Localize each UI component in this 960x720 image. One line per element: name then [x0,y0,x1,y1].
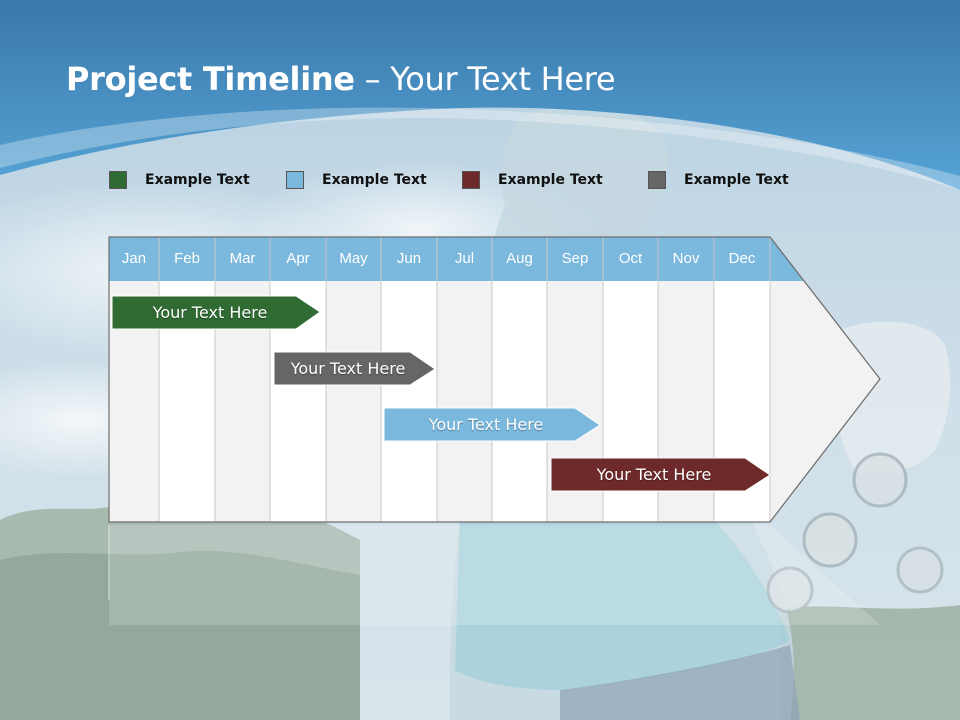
month-label-apr: Apr [286,250,310,267]
task-arrow-4[interactable] [550,457,771,492]
legend-item-3: Example Text [462,171,603,189]
legend-swatch-2 [286,171,304,189]
task-label-4: Your Text Here [596,465,712,484]
task-label-2: Your Text Here [290,359,406,378]
month-label-jul: Jul [454,250,475,267]
month-label-jun: Jun [396,250,422,267]
legend-item-2: Example Text [286,171,427,189]
legend-label-3: Example Text [498,172,603,188]
title-bold: Project Timeline [66,60,355,98]
legend-label-4: Example Text [684,172,789,188]
month-column-aug [492,281,547,522]
month-label-sep: Sep [561,250,589,267]
month-label-oct: Oct [618,250,643,267]
legend-item-4: Example Text [648,171,789,189]
month-label-nov: Nov [672,250,700,267]
task-label-1: Your Text Here [152,303,268,322]
page-title: Project Timeline – Your Text Here [66,60,616,98]
task-arrow-2[interactable] [273,351,436,386]
title-rest: – Your Text Here [354,60,616,98]
month-label-jan: Jan [121,250,147,267]
legend-item-1: Example Text [109,171,250,189]
month-column-jun [381,281,437,522]
month-label-mar: Mar [229,250,256,267]
month-label-feb: Feb [174,250,200,267]
legend-label-1: Example Text [145,172,250,188]
task-arrow-3[interactable] [383,407,601,442]
month-label-aug: Aug [506,250,533,267]
month-label-dec: Dec [728,250,756,267]
month-header-bar [109,237,804,281]
legend-swatch-4 [648,171,666,189]
month-label-may: May [339,250,368,267]
task-arrow-1[interactable] [111,295,321,330]
legend-label-2: Example Text [322,172,427,188]
legend-swatch-1 [109,171,127,189]
legend-swatch-3 [462,171,480,189]
task-label-3: Your Text Here [428,415,544,434]
